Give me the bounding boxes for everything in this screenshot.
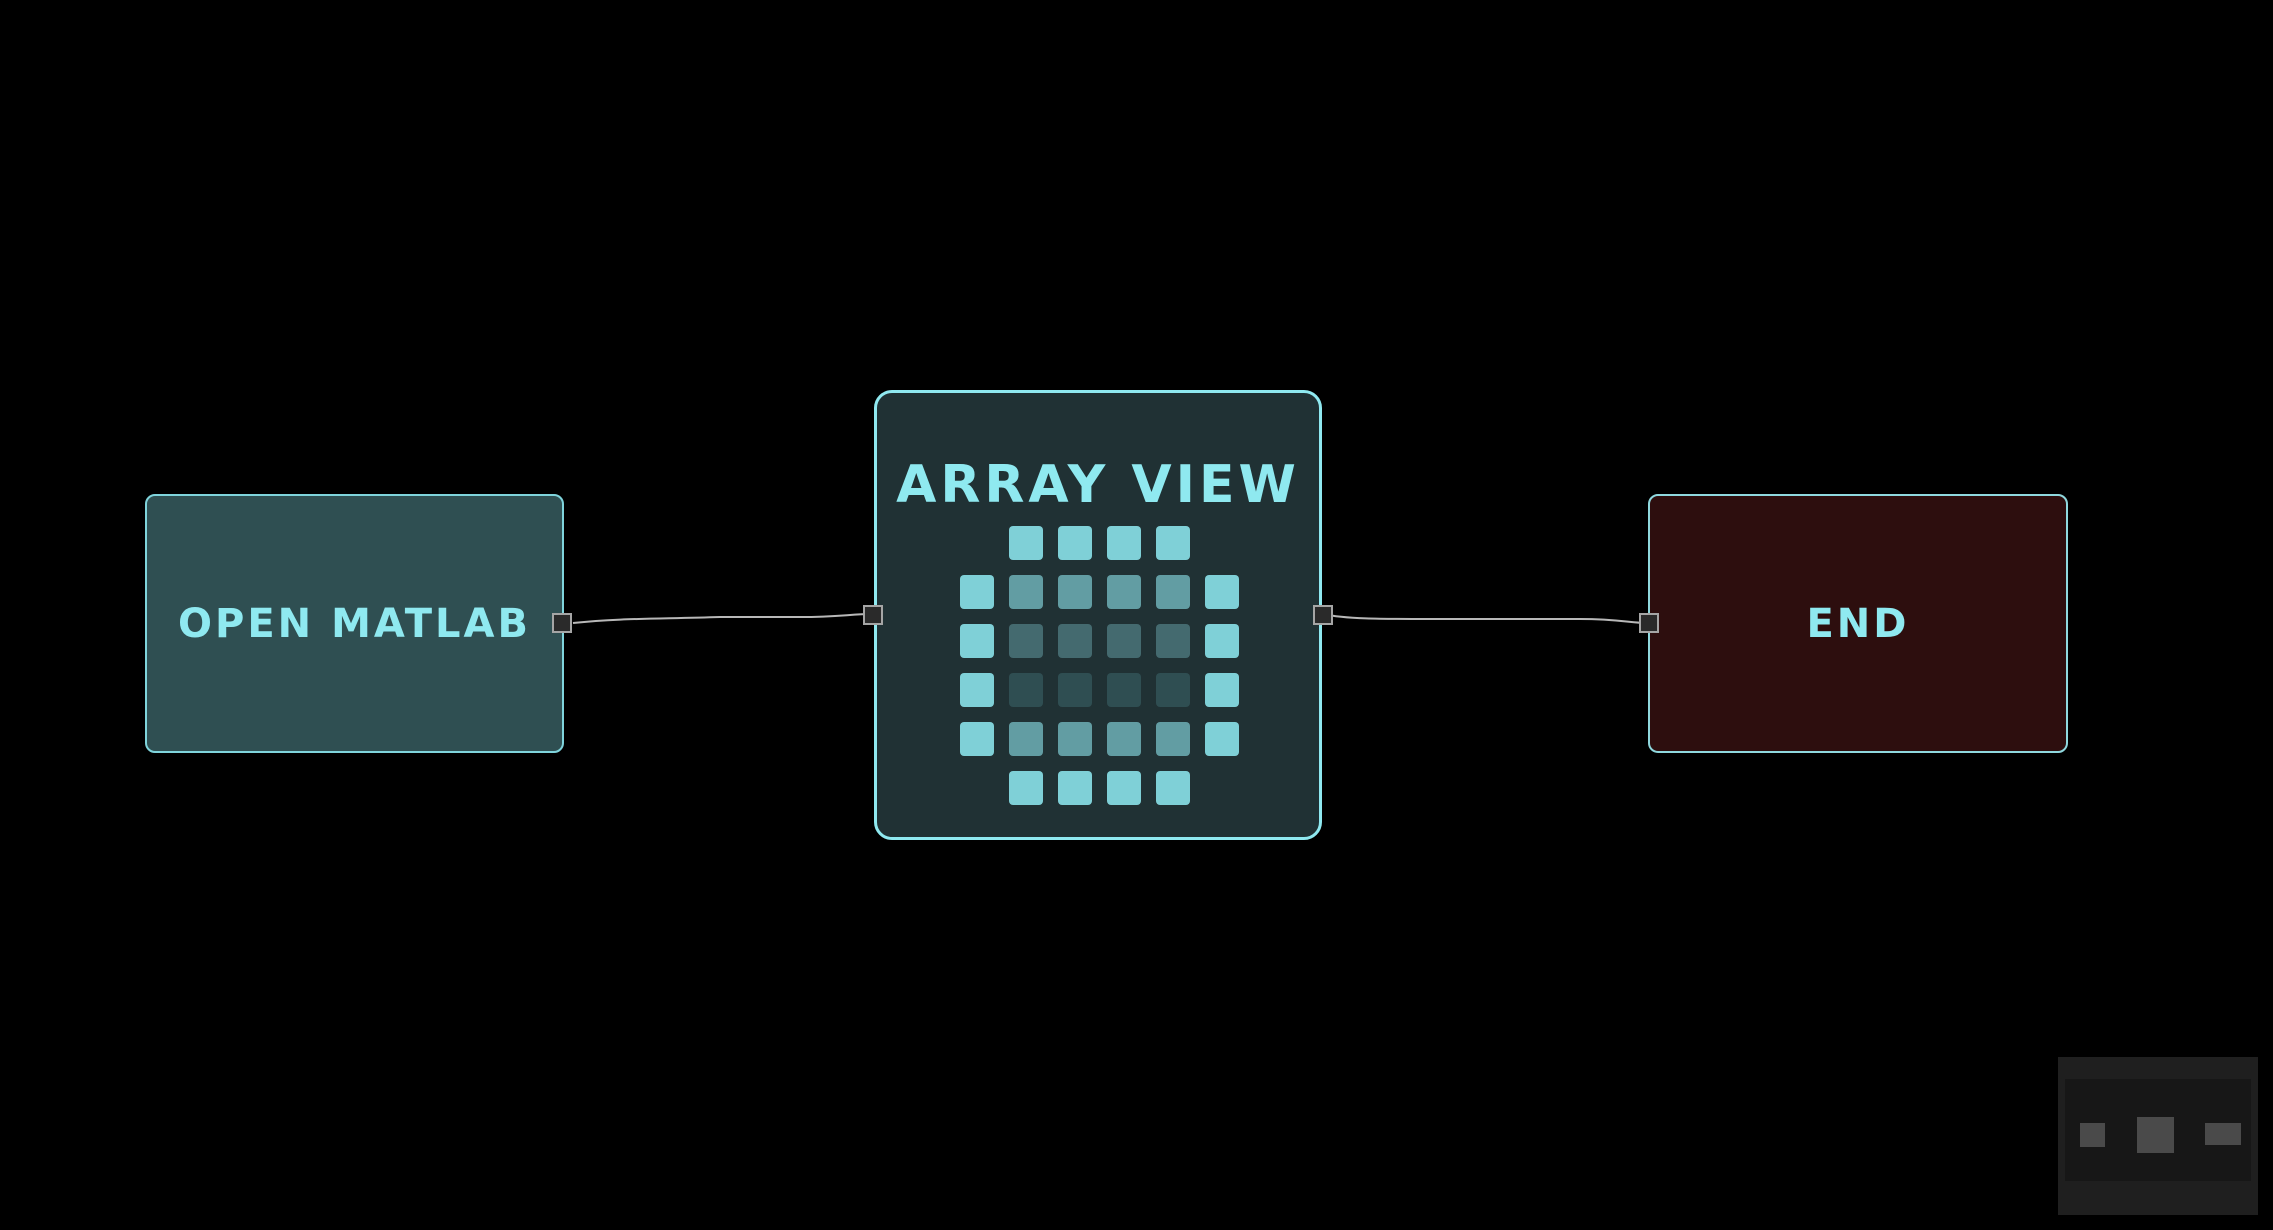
array-cell: [1205, 722, 1239, 756]
input-port-array-view[interactable]: [863, 605, 883, 625]
array-grid-icon: [877, 393, 1325, 843]
array-cell: [1009, 526, 1043, 560]
array-cell: [1009, 624, 1043, 658]
array-cell: [1058, 526, 1092, 560]
input-port-end[interactable]: [1639, 613, 1659, 633]
minimap-panel[interactable]: [2058, 1057, 2258, 1215]
array-cell: [1107, 575, 1141, 609]
array-cell: [1205, 624, 1239, 658]
node-label: ARRAY VIEW: [896, 455, 1300, 515]
array-cell: [960, 575, 994, 609]
output-port-array-view[interactable]: [1313, 605, 1333, 625]
array-cell: [960, 673, 994, 707]
array-cell: [1205, 673, 1239, 707]
minimap-viewport[interactable]: [2065, 1079, 2251, 1181]
array-cell: [1009, 722, 1043, 756]
array-cell: [1058, 624, 1092, 658]
array-cell: [1107, 624, 1141, 658]
array-cell: [1156, 673, 1190, 707]
array-cell: [1107, 771, 1141, 805]
array-cell: [1009, 771, 1043, 805]
edge-open-matlab-to-array-view[interactable]: [572, 613, 874, 624]
array-cell: [1156, 624, 1190, 658]
array-cell: [1156, 771, 1190, 805]
node-label: END: [1806, 600, 1910, 647]
array-cell: [1009, 575, 1043, 609]
array-cell: [1058, 771, 1092, 805]
array-cell: [960, 624, 994, 658]
minimap-node-array-view: [2137, 1117, 2174, 1153]
array-cell: [1156, 526, 1190, 560]
edge-array-view-to-end[interactable]: [1322, 613, 1649, 624]
minimap-node-open-matlab: [2080, 1123, 2105, 1147]
array-cell: [1107, 673, 1141, 707]
array-cell: [1009, 673, 1043, 707]
node-label: OPEN MATLAB: [178, 600, 531, 647]
array-cell: [1107, 722, 1141, 756]
array-cell: [960, 722, 994, 756]
array-cell: [1205, 575, 1239, 609]
minimap-node-end: [2205, 1123, 2241, 1145]
array-cell: [1058, 722, 1092, 756]
node-array-view[interactable]: ARRAY VIEW: [874, 390, 1322, 840]
array-cell: [1058, 575, 1092, 609]
array-cell: [1107, 526, 1141, 560]
node-open-matlab[interactable]: OPEN MATLAB: [145, 494, 564, 753]
node-end[interactable]: END: [1648, 494, 2068, 753]
array-cell: [1058, 673, 1092, 707]
array-cell: [1156, 722, 1190, 756]
output-port-open-matlab[interactable]: [552, 613, 572, 633]
array-cell: [1156, 575, 1190, 609]
